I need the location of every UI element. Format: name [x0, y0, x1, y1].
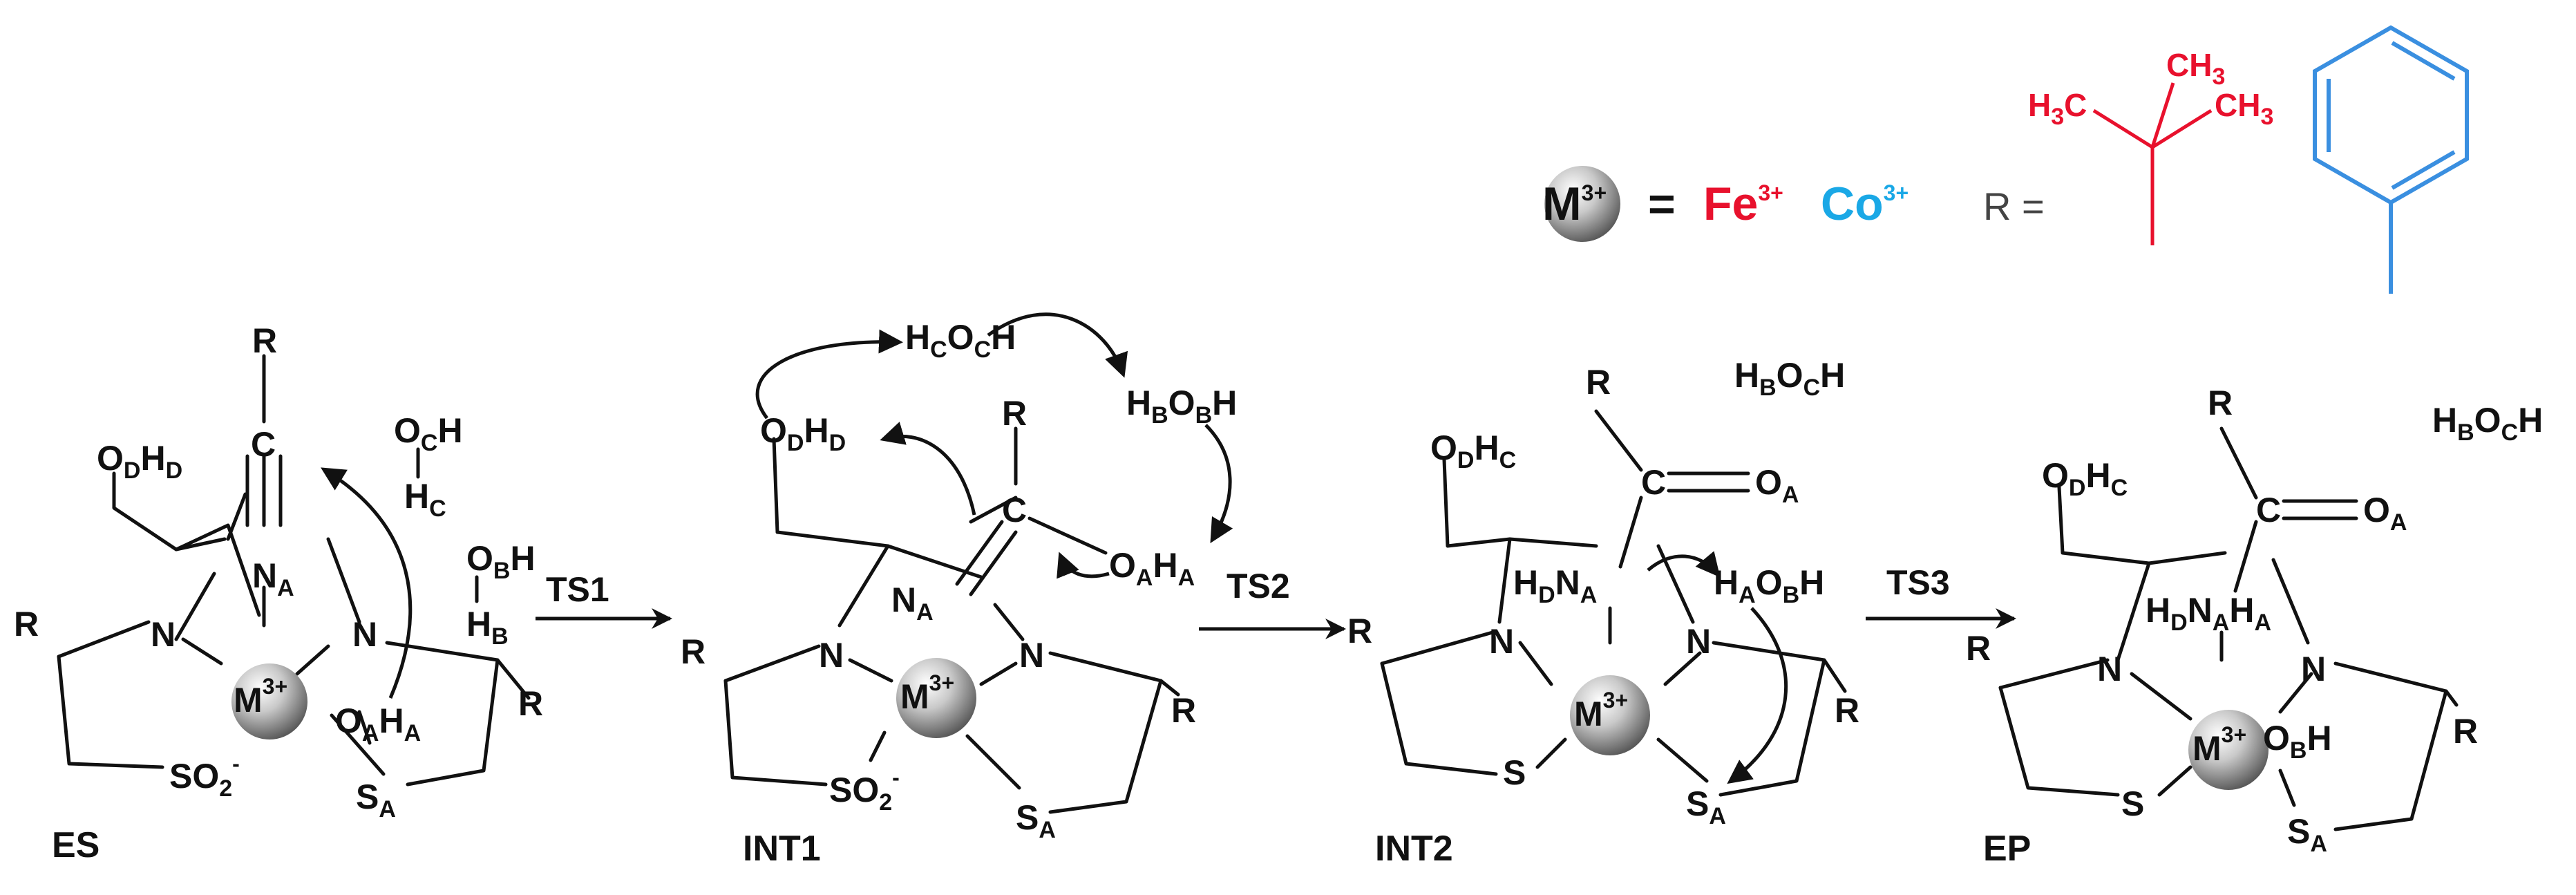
es-obh: OBH: [466, 539, 536, 584]
ep-r-right: R: [2453, 712, 2478, 751]
metal-sphere-int2: [1570, 675, 1650, 755]
metal-sphere-int1: [896, 658, 976, 738]
int1-so2: SO2-: [829, 765, 900, 816]
int1-odhd: ODHD: [760, 411, 846, 456]
int1-n-right: N: [1019, 636, 1044, 675]
ep-n-right: N: [2301, 650, 2326, 688]
tert-butyl-group: H3C CH3 CH3: [2028, 47, 2273, 245]
int2-hboch: HBOCH: [1734, 356, 1845, 401]
int2-oa: OA: [1755, 463, 1799, 508]
int1-hcoch: HCOCH: [905, 318, 1016, 363]
ep-r-top: R: [2208, 384, 2233, 422]
int2-r-right: R: [1835, 691, 1859, 730]
metal-label-es: M3+: [234, 674, 287, 719]
tbu-ch3-top: CH3: [2166, 47, 2225, 90]
es-na: NA: [252, 556, 294, 601]
int1-sa: SA: [1016, 798, 1056, 843]
int1-n-left: N: [819, 636, 844, 675]
int2-r-top: R: [1586, 363, 1611, 402]
metal-sphere-ep: [2188, 710, 2269, 790]
int1-r-right: R: [1171, 691, 1196, 730]
state-int1: M3+ HCOCH HBOBH ODHD R C OAHA NA R N N R…: [681, 312, 1237, 869]
legend-co: Co3+: [1821, 178, 1909, 230]
int2-sa: SA: [1686, 784, 1726, 829]
es-r-right: R: [518, 684, 543, 723]
int2-n-left: N: [1489, 622, 1514, 661]
int1-oaha: OAHA: [1109, 546, 1195, 591]
state-ep: M3+ HBOCH R ODHC C OA HDNAHA R N N R OBH…: [1966, 384, 2543, 869]
legend-equals: =: [1648, 178, 1676, 230]
ep-n-left: N: [2097, 650, 2122, 688]
es-so2: SO2-: [169, 751, 240, 802]
int2-s: S: [1503, 753, 1526, 792]
ep-odhc: ODHC: [2042, 456, 2128, 501]
es-och: OCH: [394, 411, 463, 456]
state-int2: M3+ HBOCH R ODHC C OA HDNA HAOBH R N N R…: [1347, 356, 1859, 869]
es-r-top: R: [252, 321, 277, 360]
ep-s: S: [2121, 784, 2144, 823]
int2-c: C: [1641, 463, 1666, 502]
metal-label-int2: M3+: [1574, 688, 1628, 733]
es-sa: SA: [356, 778, 396, 822]
int1-c: C: [1002, 491, 1027, 529]
es-r-left: R: [14, 605, 39, 643]
ep-obh: OBH: [2263, 719, 2332, 764]
label-int2: INT2: [1375, 829, 1453, 869]
int2-hdna: HDNA: [1513, 563, 1597, 608]
state-es: M3+ R C NA ODHD OCH HC OBH HB R N N R OA…: [14, 321, 543, 865]
ep-sa: SA: [2287, 812, 2327, 857]
ep-hdnaha: HDNAHA: [2146, 591, 2271, 636]
legend-fe: Fe3+: [1703, 178, 1783, 230]
label-ts3: TS3: [1886, 563, 1950, 602]
tbu-h3c: H3C: [2028, 87, 2087, 130]
ep-hboch: HBOCH: [2432, 401, 2543, 446]
int1-hbobh: HBOBH: [1126, 384, 1237, 428]
label-ep: EP: [1983, 829, 2031, 869]
ts1-step: TS1: [536, 570, 672, 629]
tbu-ch3-right: CH3: [2215, 87, 2273, 130]
metal-sphere-legend: [1544, 166, 1620, 242]
es-c: C: [251, 425, 276, 464]
es-n-right: N: [352, 615, 377, 654]
int2-n-right: N: [1686, 622, 1711, 661]
es-n-left: N: [151, 615, 176, 654]
metal-label-ep: M3+: [2193, 722, 2246, 768]
int1-r-left: R: [681, 632, 705, 671]
int2-odhc: ODHC: [1430, 428, 1516, 473]
legend: M3+ = Fe3+ Co3+ R = H3C CH3 CH3: [1542, 25, 2469, 294]
metal-label-int1: M3+: [900, 670, 954, 716]
ep-c: C: [2256, 491, 2281, 529]
legend-metal-symbol: M3+: [1542, 178, 1607, 230]
legend-r-equals: R =: [1983, 185, 2045, 228]
es-hc: HC: [404, 477, 446, 522]
ep-r-left: R: [1966, 629, 1991, 668]
metal-sphere-es: [231, 663, 307, 739]
es-hb: HB: [466, 605, 509, 650]
es-oaha: OAHA: [335, 701, 421, 746]
int1-na: NA: [891, 581, 934, 625]
label-ts1: TS1: [546, 570, 609, 609]
label-int1: INT1: [743, 829, 821, 869]
int2-haobh: HAOBH: [1714, 563, 1824, 608]
int2-r-left: R: [1347, 612, 1372, 650]
int1-r-top: R: [1002, 394, 1027, 433]
label-ts2: TS2: [1227, 567, 1290, 605]
es-odhd: ODHD: [97, 439, 182, 484]
phenyl-group: [2313, 25, 2469, 294]
ts2-step: TS2: [1199, 567, 1346, 639]
label-es: ES: [52, 825, 100, 865]
ep-oa: OA: [2363, 491, 2407, 536]
ts3-step: TS3: [1866, 563, 2016, 629]
